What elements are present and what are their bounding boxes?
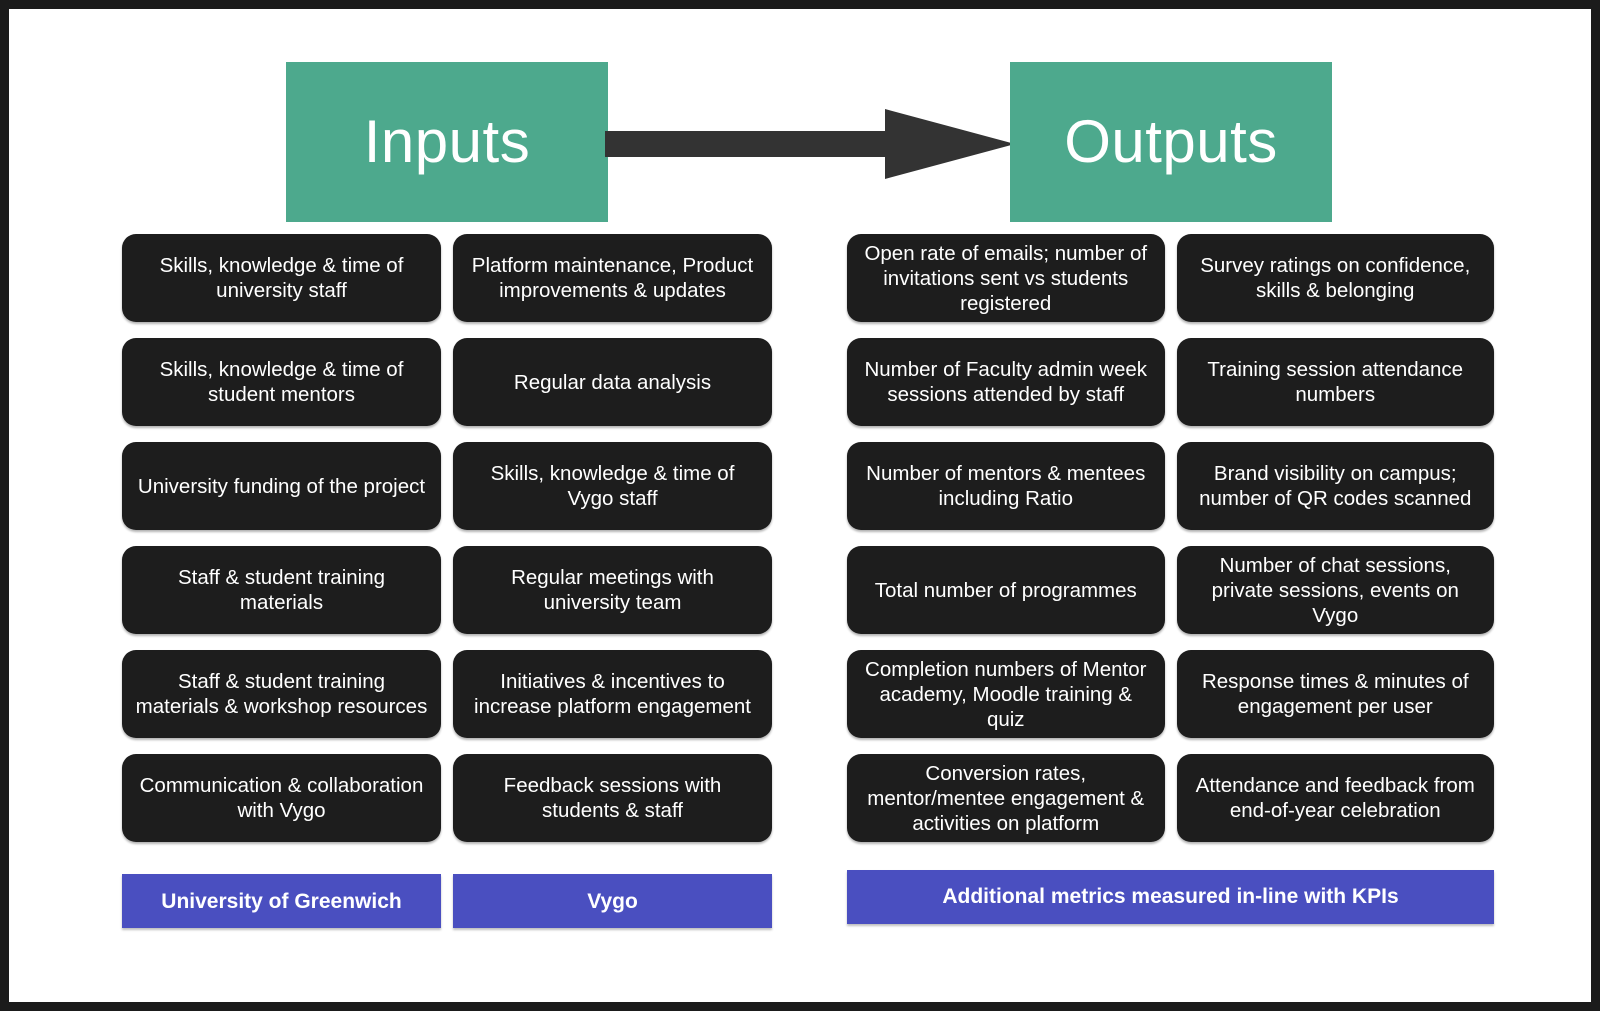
list-item: Staff & student training materials & wor… [122,650,441,738]
list-item: Staff & student training materials [122,546,441,634]
list-item: Training session attendance numbers [1176,338,1494,426]
footer-bar-university-of-greenwich: University of Greenwich [122,874,441,928]
right-arrow-icon [605,109,1015,179]
inputs-column-right: Platform maintenance, Product improvemen… [453,234,772,928]
list-item: Skills, knowledge & time of university s… [122,234,441,322]
list-item: Open rate of emails; number of invitatio… [847,234,1165,322]
list-item: Platform maintenance, Product improvemen… [453,234,772,322]
diagram-page: Inputs Outputs Skills, knowledge & time … [9,9,1591,1002]
list-item: Number of Faculty admin week sessions at… [847,338,1165,426]
list-item: Brand visibility on campus; number of QR… [1176,442,1494,530]
header-band: Inputs Outputs [9,9,1591,234]
outputs-group: Open rate of emails; number of invitatio… [847,234,1494,842]
footer-bar-vygo: Vygo [453,874,772,928]
list-item: Feedback sessions with students & staff [453,754,772,842]
list-item: Regular data analysis [453,338,772,426]
list-item: Total number of programmes [847,546,1165,634]
list-item: Conversion rates, mentor/mentee engageme… [847,754,1165,842]
inputs-header-box: Inputs [286,62,608,222]
list-item: Communication & collaboration with Vygo [122,754,441,842]
inputs-group: Skills, knowledge & time of university s… [122,234,772,928]
list-item: Number of mentors & mentees including Ra… [847,442,1165,530]
list-item: Skills, knowledge & time of student ment… [122,338,441,426]
outputs-header-box: Outputs [1010,62,1332,222]
diagram-body: Skills, knowledge & time of university s… [9,234,1591,934]
list-item: Skills, knowledge & time of Vygo staff [453,442,772,530]
list-item: Regular meetings with university team [453,546,772,634]
list-item: Response times & minutes of engagement p… [1176,650,1494,738]
list-item: Survey ratings on confidence, skills & b… [1176,234,1494,322]
inputs-column-left: Skills, knowledge & time of university s… [122,234,441,928]
inputs-header-label: Inputs [363,108,531,175]
list-item: Number of chat sessions, private session… [1176,546,1494,634]
footer-bar-additional-metrics: Additional metrics measured in-line with… [847,870,1494,924]
list-item: University funding of the project [122,442,441,530]
list-item: Initiatives & incentives to increase pla… [453,650,772,738]
outputs-column-left: Open rate of emails; number of invitatio… [847,234,1165,842]
outputs-column-right: Survey ratings on confidence, skills & b… [1176,234,1494,842]
outputs-header-label: Outputs [1064,108,1278,175]
list-item: Attendance and feedback from end-of-year… [1176,754,1494,842]
list-item: Completion numbers of Mentor academy, Mo… [847,650,1165,738]
